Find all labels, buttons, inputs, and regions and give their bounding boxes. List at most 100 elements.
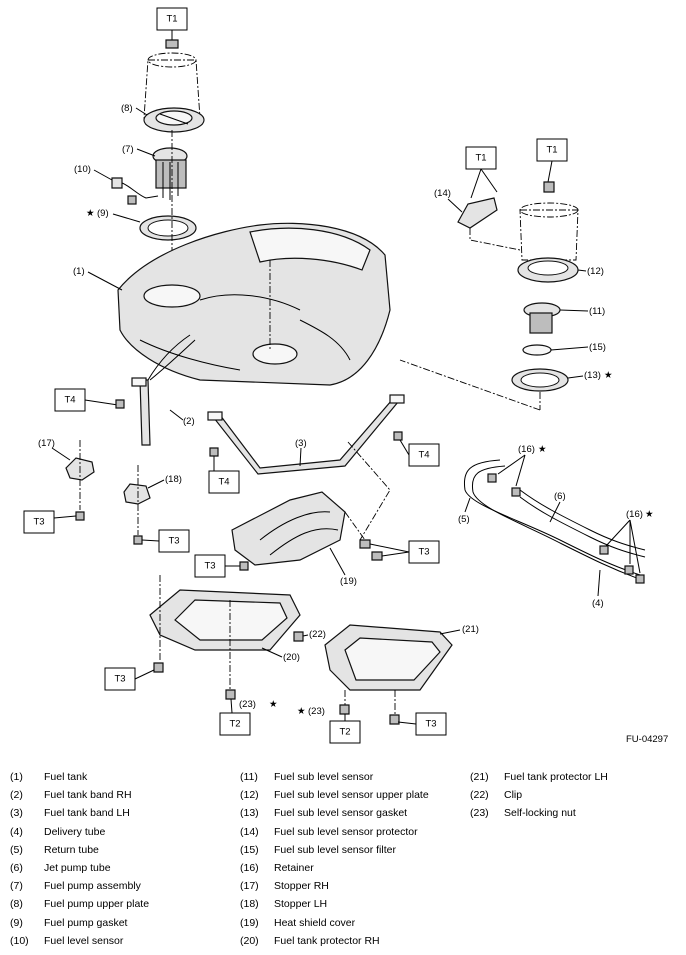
figure-code: FU-04297 bbox=[626, 734, 669, 745]
legend-item: (22) Clip bbox=[470, 786, 608, 804]
legend-number: (5) bbox=[10, 843, 23, 856]
torque-label: T3 bbox=[204, 561, 215, 572]
legend-item: (18)Stopper LH bbox=[240, 895, 429, 913]
legend-name: Fuel tank protector RH bbox=[274, 934, 380, 947]
torque-label: T3 bbox=[114, 674, 125, 685]
callout-12: (12) bbox=[587, 266, 604, 277]
fuel-tank-band-rh bbox=[139, 379, 151, 446]
callout-4: (4) bbox=[592, 598, 604, 609]
legend-item: (13) Fuel sub level sensor gasket bbox=[240, 804, 429, 822]
callout-5: (5) bbox=[458, 514, 470, 525]
legend-number: (6) bbox=[10, 862, 23, 875]
callouts: (8) (7) (10) ★ (9) (1) (14) (12) (11) (1… bbox=[38, 103, 654, 717]
callout-23b: (23) bbox=[308, 706, 325, 717]
stoppers bbox=[65, 440, 151, 545]
legend-item: (14) Fuel sub level sensor protector bbox=[240, 823, 429, 841]
legend-item: (16)Retainer bbox=[240, 859, 429, 877]
torque-label: T1 bbox=[166, 14, 177, 25]
callout-14: (14) bbox=[434, 188, 451, 199]
callout-2: (2) bbox=[183, 416, 195, 427]
fuel-tank bbox=[117, 222, 391, 386]
legend-name: Fuel tank protector LH bbox=[504, 771, 608, 784]
legend-name: Fuel pump gasket bbox=[44, 916, 128, 929]
callout-19: (19) bbox=[340, 576, 357, 587]
legend-item: (9) Fuel pump gasket bbox=[10, 914, 149, 932]
legend-name: Fuel sub level sensor upper plate bbox=[274, 789, 429, 802]
legend-item: (2)Fuel tank band RH bbox=[10, 786, 149, 804]
legend-number: (14) bbox=[240, 825, 259, 838]
legend-name: Retainer bbox=[274, 862, 314, 875]
legend-column-1: (1)Fuel tank (2)Fuel tank band RH (3)Fue… bbox=[10, 768, 149, 950]
callout-20: (20) bbox=[283, 652, 300, 663]
fuel-tank-bands bbox=[131, 334, 405, 475]
callout-22: (22) bbox=[309, 629, 326, 640]
legend-number: (10) bbox=[10, 934, 29, 947]
fuel-tubes bbox=[463, 454, 646, 584]
legend-number: (2) bbox=[10, 789, 23, 802]
star-9: ★ bbox=[86, 208, 95, 219]
legend-item: (10) Fuel level sensor bbox=[10, 932, 149, 950]
legend-name: Fuel level sensor bbox=[44, 934, 124, 947]
torque-label: T1 bbox=[546, 145, 557, 156]
legend-name: Stopper RH bbox=[274, 880, 329, 893]
fuel-sub-level-sensor-filter bbox=[522, 344, 552, 356]
legend-name: Fuel tank bbox=[44, 771, 88, 784]
legend-number: (19) bbox=[240, 916, 259, 929]
legend-item: (1)Fuel tank bbox=[10, 768, 149, 786]
star-16a: ★ bbox=[538, 444, 547, 455]
callout-7: (7) bbox=[122, 144, 134, 155]
fuel-pump-stack: T1 bbox=[111, 7, 205, 290]
legend-number: (18) bbox=[240, 898, 259, 911]
legend-item: (3)Fuel tank band LH bbox=[10, 804, 149, 822]
torque-label: T1 bbox=[475, 153, 486, 164]
callout-17: (17) bbox=[38, 438, 55, 449]
legend-number: (7) bbox=[10, 880, 23, 893]
torque-boxes: T4 T4 T4 T3 T3 T3 T3 T3 T2 T2 bbox=[23, 388, 447, 744]
fuel-tank-protector-lh bbox=[324, 624, 453, 725]
legend-number: (13) bbox=[240, 807, 259, 820]
callout-13: (13) bbox=[584, 370, 601, 381]
legend-item: (23)Self-locking nut bbox=[470, 804, 608, 822]
stopper-lh bbox=[123, 483, 151, 505]
star-23b: ★ bbox=[297, 706, 306, 717]
fuel-tank-protector-rh bbox=[149, 575, 304, 700]
legend-number: (15) bbox=[240, 843, 259, 856]
legend-item: (7)Fuel pump assembly bbox=[10, 877, 149, 895]
star-23a: ★ bbox=[269, 699, 278, 710]
legend-number: (23) bbox=[470, 807, 489, 820]
callout-15: (15) bbox=[589, 342, 606, 353]
torque-label: T3 bbox=[425, 719, 436, 730]
callout-9: (9) bbox=[97, 208, 109, 219]
legend-number: (11) bbox=[240, 771, 258, 784]
callout-16a: (16) bbox=[518, 444, 535, 455]
legend-number: (20) bbox=[240, 934, 259, 947]
legend-item: (21) Fuel tank protector LH bbox=[470, 768, 608, 786]
torque-label: T4 bbox=[418, 450, 429, 461]
torque-label: T3 bbox=[418, 547, 429, 558]
callout-16b: (16) bbox=[626, 509, 643, 520]
torque-label: T3 bbox=[33, 517, 44, 528]
legend-item: (17) Stopper RH bbox=[240, 877, 429, 895]
pump-opening bbox=[143, 284, 201, 308]
legend-number: (22) bbox=[470, 789, 489, 802]
sub-level-sensor-stack: T1 T1 bbox=[399, 138, 579, 411]
callout-11: (11) bbox=[589, 306, 605, 317]
legend-item: (12)Fuel sub level sensor upper plate bbox=[240, 786, 429, 804]
legend-column-3: (21) Fuel tank protector LH (22) Clip (23)… bbox=[470, 768, 608, 823]
legend-number: (21) bbox=[470, 771, 489, 784]
legend-number: (17) bbox=[240, 880, 259, 893]
legend-name: Clip bbox=[504, 789, 523, 802]
callout-10: (10) bbox=[74, 164, 91, 175]
legend-column-2: (11)Fuel sub level sensor (12)Fuel sub l… bbox=[240, 768, 429, 950]
legend-number: (3) bbox=[10, 807, 23, 820]
nut-icon bbox=[165, 39, 179, 49]
legend-name: Fuel sub level sensor protector bbox=[274, 825, 418, 838]
legend-name: Fuel sub level sensor gasket bbox=[274, 807, 408, 820]
legend-number: (9) bbox=[10, 916, 23, 929]
legend-item: (11)Fuel sub level sensor bbox=[240, 768, 429, 786]
legend-name: Return tube bbox=[44, 843, 99, 856]
legend-name: Fuel sub level sensor filter bbox=[274, 843, 396, 856]
legend-name: Fuel pump upper plate bbox=[44, 898, 150, 911]
fuel-level-sensor bbox=[111, 177, 123, 189]
fuel-tank-exploded-diagram: T1 T1 bbox=[23, 7, 654, 744]
